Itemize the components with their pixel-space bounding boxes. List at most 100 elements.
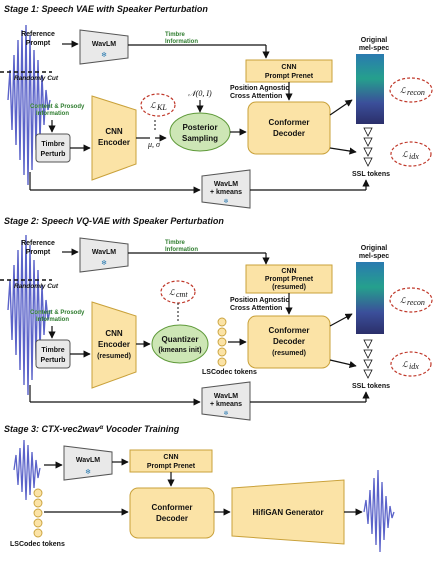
stage1-encoder-2: Encoder <box>98 138 130 147</box>
stage2-prenet-1: CNN <box>281 268 296 275</box>
stage2-loss-recon-symbol: ℒ <box>400 296 406 305</box>
stage1-cnn-encoder <box>91 95 137 181</box>
stage1-loss-recon <box>389 77 433 103</box>
stage1-wavlm-box <box>79 29 129 65</box>
stage1-ssl-tokens: SSL tokens <box>352 171 390 178</box>
stage2-loss-cmt-sub: cmt <box>176 290 188 299</box>
stage2-quantizer <box>151 324 209 364</box>
stage2-wavlm-box <box>79 237 129 273</box>
stage2-loss-cmt-symbol: ℒ <box>169 288 175 297</box>
stage2-loss-idx-sub: idx <box>409 362 419 371</box>
stage3-wavlm-box <box>63 445 113 481</box>
stage1-kmeans-1: WavLM <box>214 181 238 188</box>
stage2-lscodec-tokens: LSCodec tokens <box>202 369 257 376</box>
stage2-conformer-3: (resumed) <box>272 350 306 357</box>
stage2-waveform <box>7 234 51 396</box>
stage1: Stage 1: Speech VAE with Speaker Perturb… <box>0 4 433 209</box>
stage2-arrow-to-mel <box>329 313 353 327</box>
stage1-prenet-1: CNN <box>281 64 296 71</box>
stage2-randomly-cut: Randomly Cut <box>14 283 59 290</box>
stage2-loss-idx <box>390 351 432 377</box>
snowflake-icon: ❄ <box>101 259 107 267</box>
stage2-perturb-1: Timbre <box>41 347 64 354</box>
stage1-timbre-2: Information <box>165 39 198 45</box>
stage2-pos-agnostic-1: Position Agnostic <box>230 297 289 304</box>
stage1-timbre-1: Timbre <box>165 32 186 38</box>
stage2-content-2: Information <box>36 317 69 323</box>
stage3-lscodec-tokens: LSCodec tokens <box>10 541 65 548</box>
stage3-conformer-decoder <box>129 487 215 539</box>
stage2-wavlm-label: WavLM <box>92 249 116 256</box>
stage1-waveform <box>7 24 51 186</box>
stage2-wavlm-kmeans <box>201 381 251 421</box>
stage1-randomly-cut: Randomly Cut <box>14 75 59 82</box>
stage1-loss-recon-sub: recon <box>407 88 425 97</box>
snowflake-icon: ❄ <box>223 410 228 417</box>
stage2-conformer-2: Decoder <box>273 337 305 346</box>
stage2-quantizer-2: (kmeans init) <box>158 347 201 354</box>
stage3-conformer-1: Conformer <box>152 503 193 512</box>
stage2-title: Stage 2: Speech VQ-VAE with Speaker Pert… <box>4 216 224 226</box>
stage1-posterior-1: Posterior <box>182 123 217 132</box>
stage1-ref-prompt-1: Reference <box>21 31 55 38</box>
stage3-title-sup: α <box>100 425 104 431</box>
stage1-loss-idx-symbol: ℒ <box>402 150 408 159</box>
stage2-mel-1: Original <box>361 245 388 252</box>
snowflake-icon: ❄ <box>85 468 91 476</box>
stage2-ssl-token-stack <box>363 339 373 379</box>
stage1-mu-sigma: μ, σ <box>147 140 161 149</box>
stage2-ref-prompt-1: Reference <box>21 240 55 247</box>
stage3-hifigan-label: HifiGAN Generator <box>252 508 323 517</box>
stage1-ref-prompt-2: Prompt <box>26 40 51 47</box>
stage1-conformer-2: Decoder <box>273 129 305 138</box>
stage2-prenet-3: (resumed) <box>272 284 306 291</box>
stage2-ref-prompt-2: Prompt <box>26 249 51 256</box>
stage1-loss-kl-symbol: ℒ <box>150 101 156 110</box>
stage1-content-2: Information <box>36 111 69 117</box>
stage1-ssl-token-stack <box>363 127 373 167</box>
stage1-wavlm-kmeans <box>201 169 251 209</box>
stage3-wavlm-label: WavLM <box>76 457 100 464</box>
stage3-prenet-1: CNN <box>163 454 178 461</box>
stage1-loss-kl-sub: KL <box>156 103 167 112</box>
stage2-cnn-encoder <box>91 301 137 389</box>
stage3: Stage 3: CTX-vec2wavα Vocoder Training W… <box>4 424 395 553</box>
stage3-waveform <box>13 439 41 501</box>
stage1-mel-spectrogram <box>356 54 384 124</box>
stage2-quantizer-1: Quantizer <box>162 335 199 344</box>
stage2-loss-recon <box>389 287 433 313</box>
stage1-posterior-sampling <box>169 112 231 152</box>
stage1-kmeans-2: + kmeans <box>210 189 242 196</box>
stage2-perturb-2: Perturb <box>41 357 66 364</box>
stage1-loss-idx-sub: idx <box>409 152 419 161</box>
stage2-lscodec-token-stack <box>217 317 227 367</box>
stage1-arrow-to-mel <box>329 99 353 116</box>
stage3-hifigan-generator <box>231 479 345 545</box>
stage2-encoder-1: CNN <box>105 329 123 338</box>
stage3-title-main: Stage 3: CTX-vec2wav <box>4 424 101 434</box>
stage1-pos-agnostic-2: Cross Attention <box>230 93 282 100</box>
stage1-prenet-2: Prompt Prenet <box>265 73 314 80</box>
stage1-perturb-1: Timbre <box>41 141 64 148</box>
stage2-kmeans-2: + kmeans <box>210 401 242 408</box>
stage1-arrow-to-tokens <box>329 147 357 155</box>
stage1-loss-kl <box>140 93 176 117</box>
stage3-conformer-2: Decoder <box>156 514 188 523</box>
stage1-normal: 𝒩(0, I) <box>188 89 212 98</box>
stage1-loss-recon-symbol: ℒ <box>400 86 406 95</box>
stage2-loss-idx-symbol: ℒ <box>402 360 408 369</box>
stage2: Stage 2: Speech VQ-VAE with Speaker Pert… <box>0 216 433 421</box>
stage2-ssl-tokens: SSL tokens <box>352 383 390 390</box>
stage1-wavlm-label: WavLM <box>92 41 116 48</box>
stage3-output-waveform <box>363 469 395 553</box>
snowflake-icon: ❄ <box>101 51 107 59</box>
stage3-lscodec-token-stack <box>33 488 43 538</box>
stage1-perturb-2: Perturb <box>41 151 66 158</box>
stage2-prenet-2: Prompt Prenet <box>265 276 314 283</box>
stage1-conformer-1: Conformer <box>269 118 310 127</box>
stage2-conformer-decoder <box>247 315 331 369</box>
stage2-kmeans-1: WavLM <box>214 393 238 400</box>
stage2-conformer-1: Conformer <box>269 326 310 335</box>
stage2-pos-agnostic-2: Cross Attention <box>230 305 282 312</box>
